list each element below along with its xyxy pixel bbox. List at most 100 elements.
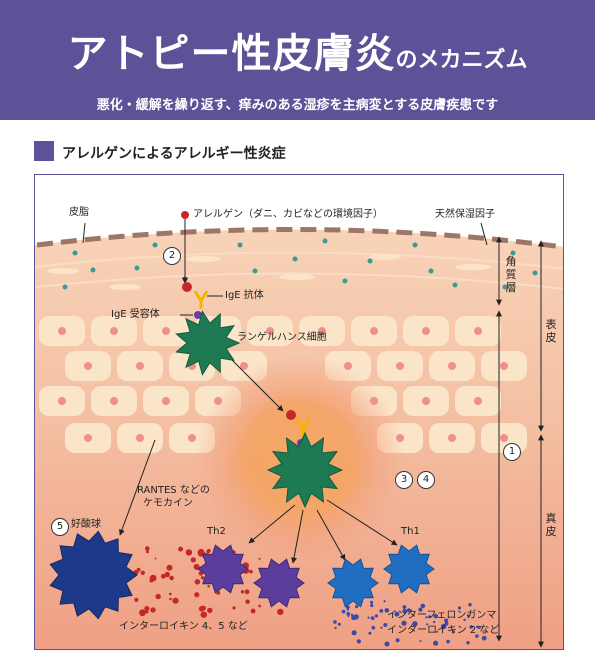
- cytokine-ifn-particle: [418, 607, 423, 612]
- dermis-label: 真皮: [545, 512, 557, 538]
- cell-nucleus: [136, 362, 144, 370]
- cell-nucleus: [136, 434, 144, 442]
- cell-nucleus: [266, 327, 274, 335]
- cell-nucleus: [58, 327, 66, 335]
- cytokine-il-particle: [169, 575, 174, 581]
- cytokine-il-particle: [190, 557, 196, 563]
- cytokine-il-particle: [200, 576, 205, 580]
- cell-nucleus: [162, 327, 170, 335]
- cytokine-il-particle: [240, 590, 245, 594]
- cytokine-ifn-particle: [401, 620, 407, 626]
- cytokine-ifn-particle: [433, 640, 439, 646]
- cytokine-il-particle: [166, 564, 173, 571]
- cytokine-ifn-particle: [444, 618, 449, 623]
- cytokine-ifn-particle: [346, 608, 350, 611]
- cytokine-ifn-particle: [412, 621, 418, 627]
- ige-antibody: [193, 290, 209, 309]
- cytokine-ifn-particle: [402, 608, 408, 614]
- langerhans-label: ランゲルハンス細胞: [237, 332, 327, 343]
- cytokine-il-particle: [258, 557, 261, 560]
- ige-receptor: [194, 311, 202, 319]
- th1-label: Th1: [401, 526, 420, 537]
- cytokine-il-particle: [139, 609, 146, 617]
- cytokine-il-particle: [145, 546, 150, 551]
- cytokine-il-particle: [140, 570, 145, 575]
- cytokine-ifn-particle: [395, 638, 400, 643]
- cell-nucleus: [110, 327, 118, 335]
- nmf-label: 天然保湿因子: [435, 209, 495, 220]
- ige-antibody-label: IgE 抗体: [225, 290, 264, 301]
- marker-1: 1: [503, 443, 521, 461]
- cytokine-il-particle: [200, 611, 207, 618]
- interleukin-2-label: インターロイキン 2 など: [387, 625, 500, 636]
- interferon-gamma-label: インターフェロンガンマ: [387, 610, 497, 621]
- stratum-corneum-label: 角質層: [505, 255, 517, 294]
- marker-4: 4: [417, 471, 435, 489]
- cytokine-ifn-particle: [419, 640, 422, 643]
- cytokine-ifn-particle: [452, 630, 455, 634]
- cytokine-ifn-particle: [353, 614, 359, 620]
- sebum-layer: [36, 226, 563, 250]
- cell-nucleus: [162, 397, 170, 405]
- layer-measure-lines: [496, 236, 544, 648]
- page-title: アトピー性皮膚炎のメカニズム: [0, 34, 595, 74]
- marker-2: 2: [163, 247, 181, 265]
- title-main: アトピー性皮膚炎: [67, 31, 396, 77]
- cytokine-ifn-particle: [432, 620, 436, 624]
- cytokine-il-particle: [207, 585, 210, 588]
- cytokine-ifn-particle: [351, 630, 357, 636]
- cell-nucleus: [84, 362, 92, 370]
- th2-cell-1: [197, 544, 249, 594]
- cell-nucleus: [110, 397, 118, 405]
- cytokine-il-particle: [155, 593, 161, 600]
- cytokine-ifn-particle: [370, 616, 375, 620]
- allergen-label: アレルゲン（ダニ、カビなどの環境因子）: [193, 209, 383, 220]
- cytokine-ifn-particle: [347, 614, 350, 617]
- th1-cell-1: [327, 558, 379, 608]
- cytokine-ifn-particle: [463, 618, 466, 622]
- cytokine-ifn-particle: [469, 625, 473, 629]
- cell-nucleus: [448, 362, 456, 370]
- eosinophil-label: 好酸球: [71, 519, 101, 530]
- cytokine-ifn-particle: [440, 623, 447, 630]
- cytokine-ifn-particle: [481, 635, 487, 641]
- th1-cell-2: [383, 544, 435, 594]
- interleukin-45-label: インターロイキン 4、5 など: [119, 621, 248, 632]
- eosinophil-cell: [49, 530, 138, 620]
- cytokine-il-particle: [149, 578, 154, 583]
- cytokine-il-particle: [161, 573, 166, 579]
- cytokine-ifn-particle: [457, 606, 462, 610]
- rantes-label-1: RANTES などの: [137, 485, 210, 496]
- cell-nucleus: [500, 362, 508, 370]
- cytokine-il-particle: [277, 608, 284, 616]
- cytokine-ifn-particle: [466, 641, 470, 645]
- cytokine-ifn-particle: [436, 630, 439, 633]
- allergen-particle: [182, 282, 192, 292]
- cytokine-il-particle: [154, 557, 157, 560]
- cytokine-ifn-particle: [341, 609, 346, 614]
- label-pointers: [82, 219, 488, 564]
- corneum-cells: [47, 254, 491, 290]
- cytokine-ifn-particle: [433, 613, 439, 619]
- th2-cell-2: [253, 558, 305, 608]
- cytokine-ifn-particle: [406, 608, 411, 613]
- cytokine-il-particle: [194, 592, 200, 598]
- cell-nucleus: [370, 327, 378, 335]
- cytokine-il-particle: [168, 592, 172, 596]
- cytokine-il-particle: [145, 610, 149, 614]
- cytokine-ifn-particle: [446, 639, 450, 644]
- cell-nucleus: [188, 434, 196, 442]
- allergen-particle-2: [286, 410, 296, 420]
- marker-5: 5: [51, 518, 69, 536]
- cytokine-il-particle: [194, 579, 201, 585]
- cytokine-il-particle: [144, 606, 150, 611]
- cytokine-ifn-particle: [384, 641, 390, 647]
- cytokine-ifn-particle: [370, 600, 374, 604]
- cytokine-ifn-particle: [355, 605, 359, 609]
- page-subtitle: 悪化・緩解を繰り返す、痒みのある湿疹を主病変とする皮膚疾患です: [96, 98, 499, 113]
- cell-nucleus: [240, 362, 248, 370]
- ige-antibody-2: [295, 418, 311, 437]
- cytokine-il-particle: [250, 608, 256, 614]
- cytokine-ifn-particle: [346, 611, 351, 616]
- th2-label: Th2: [207, 526, 226, 537]
